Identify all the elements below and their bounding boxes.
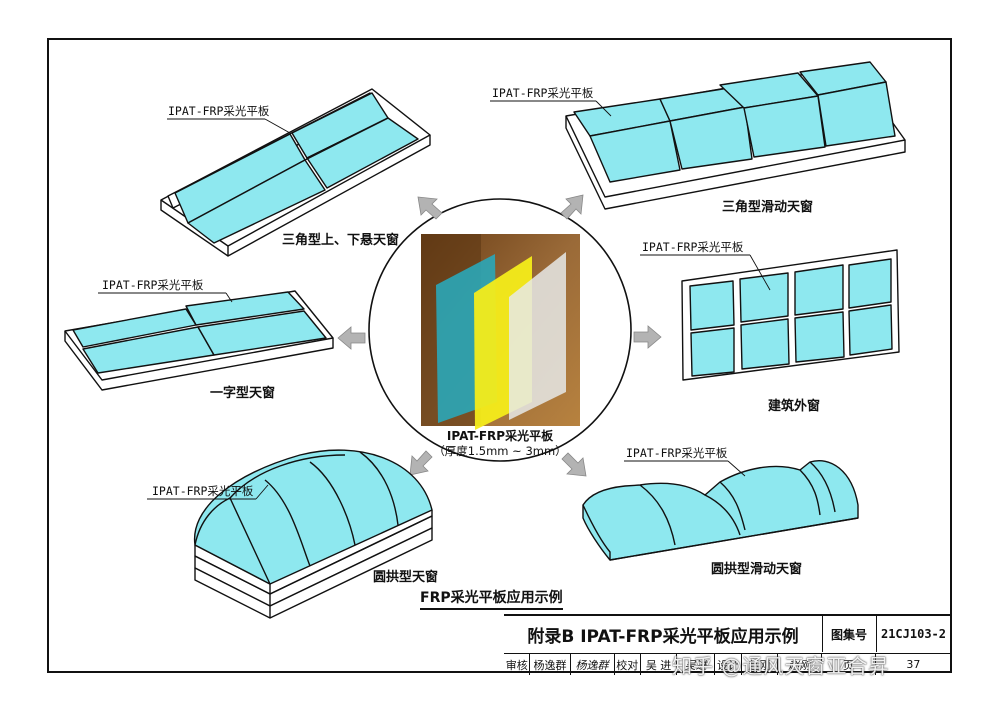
design-label: 设计: [715, 654, 742, 675]
title-block: 附录B IPAT-FRP采光平板应用示例 图集号 21CJ103-2 审核 杨逸…: [504, 614, 951, 675]
reviewer-name: 杨逸群: [530, 654, 571, 675]
arrow-upper-right: [560, 194, 584, 220]
title-block-title: 附录B IPAT-FRP采光平板应用示例: [504, 616, 823, 652]
atlas-number: 21CJ103-2: [880, 627, 947, 641]
watermark: 知乎 @通风天窗亚合昇: [672, 654, 890, 678]
label-frp-5: IPAT-FRP采光平板: [152, 484, 254, 498]
center-label: IPAT-FRP采光平板: [446, 429, 554, 443]
skylight-arched: [193, 449, 433, 619]
designer-signature: 赵刚: [778, 654, 822, 675]
label-frp-3: IPAT-FRP采光平板: [102, 278, 204, 292]
leader-5-tail: [255, 484, 269, 500]
caption-linear: 一字型天窗: [210, 386, 276, 401]
leader-1-tail: [264, 118, 291, 134]
building-window: [681, 249, 900, 381]
arrow-upper-left: [417, 196, 443, 220]
center-caption: IPAT-FRP采光平板 （厚度1.5mm ~ 3mm）: [430, 429, 570, 459]
arrow-lower-left: [409, 450, 433, 476]
label-frp-4: IPAT-FRP采光平板: [642, 240, 744, 254]
checker-signature: 吴进: [677, 654, 716, 675]
label-frp-1: IPAT-FRP采光平板: [168, 104, 270, 118]
caption-triangular-sliding: 三角型滑动天窗: [722, 200, 814, 215]
arrow-lower-right: [561, 452, 587, 477]
main-title: FRP采光平板应用示例: [420, 587, 563, 610]
skylight-arched-sliding: [582, 460, 859, 561]
skylight-linear: [64, 290, 334, 391]
check-label: 校对: [615, 654, 641, 675]
reviewer-signature: 杨逸群: [571, 654, 615, 675]
center-thickness: （厚度1.5mm ~ 3mm）: [433, 444, 567, 458]
caption-arched: 圆拱型天窗: [373, 570, 439, 585]
arrow-left: [337, 326, 366, 350]
label-frp-6: IPAT-FRP采光平板: [626, 446, 728, 460]
leader-4-tail: [749, 254, 771, 291]
page-label: 页: [822, 654, 876, 675]
atlas-label: 图集号: [822, 616, 877, 652]
page-number: 37: [906, 658, 921, 671]
signature-row: 审核 杨逸群 杨逸群 校对 吴 进 吴进 设计 赵刚 赵刚 页 37: [504, 653, 951, 675]
frp-panels-image: [421, 234, 580, 430]
sheet-border: [47, 38, 952, 673]
label-frp-2: IPAT-FRP采光平板: [492, 86, 594, 100]
skylight-triangular-sliding: [565, 61, 906, 210]
checker-name: 吴 进: [641, 654, 678, 675]
leader-2-tail: [595, 100, 612, 117]
caption-triangular-hung: 三角型上、下悬天窗: [282, 233, 400, 248]
leader-6-tail: [727, 460, 746, 477]
caption-building-window: 建筑外窗: [768, 399, 821, 414]
arrow-right: [633, 325, 662, 349]
leader-3-tail: [225, 292, 233, 303]
designer-name: 赵刚: [742, 654, 778, 675]
caption-arched-sliding: 圆拱型滑动天窗: [711, 562, 803, 577]
review-label: 审核: [504, 654, 531, 675]
skylight-triangular-hung: [160, 88, 431, 257]
